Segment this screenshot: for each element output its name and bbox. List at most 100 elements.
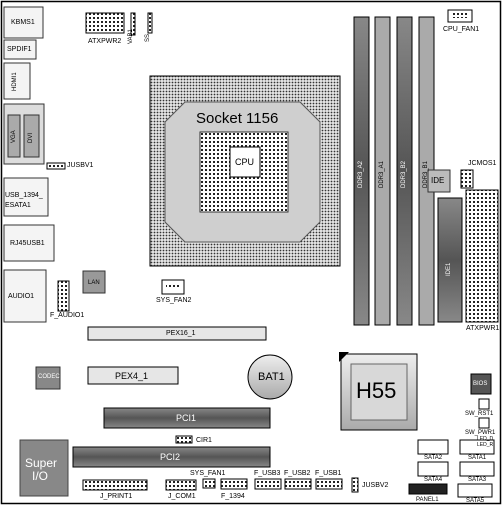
f-usb2-label: F_USB2 <box>284 470 311 477</box>
cpu-fan-pins <box>452 13 468 18</box>
jusbv2-label: JUSBV2 <box>362 482 389 489</box>
panel-header <box>408 483 448 495</box>
pex4-label: PEX4_1 <box>115 371 149 381</box>
hdmi-port <box>3 62 31 100</box>
led-r-label: LED_R <box>477 442 494 448</box>
sata5-connector <box>457 483 493 498</box>
ddr3-a2-label: DDR3_A2 <box>358 160 364 188</box>
cir-header <box>175 435 193 444</box>
ddr3-b2-slot <box>396 16 413 326</box>
sys-fan1-label: SYS_FAN1 <box>190 470 226 477</box>
ddr3-b2-label: DDR3_B2 <box>401 160 407 188</box>
ss-jumper <box>147 12 153 34</box>
rj45-usb-port <box>3 224 55 262</box>
codec-chip <box>35 366 61 390</box>
vga-connector <box>7 114 21 158</box>
pci1-slot <box>103 407 271 429</box>
hdmi-label: HDMI1 <box>12 72 18 91</box>
super-io-label-2: I/O <box>32 469 49 483</box>
super-io-chip <box>19 439 69 497</box>
jusbv1-header <box>46 162 66 170</box>
cpu-die <box>229 146 261 178</box>
ddr3-b1-label: DDR3_B1 <box>423 160 429 188</box>
pex16-slot <box>87 326 267 341</box>
sata3-connector <box>459 461 495 477</box>
f-usb2-header <box>284 478 312 490</box>
j-com-label: J_COM1 <box>168 493 196 500</box>
jusbv2-header <box>351 477 359 493</box>
super-io-label-1: Super <box>25 456 58 470</box>
led-d-label: LED_D <box>477 436 494 442</box>
kbms-label: KBMS1 <box>11 19 35 26</box>
f-usb1-header <box>315 478 343 490</box>
sys-fan2-label: SYS_FAN2 <box>156 297 192 304</box>
ss-label: SS <box>145 33 151 42</box>
sys-fan2-pins <box>166 284 180 289</box>
ddr3-a1-slot <box>374 16 391 326</box>
pex4-slot <box>87 366 179 385</box>
sw-rst-button <box>478 398 490 410</box>
sata5-label: SATA5 <box>466 498 485 504</box>
pci2-label: PCI2 <box>160 452 181 462</box>
audio-label: AUDIO1 <box>8 293 35 300</box>
codec-label: CODEC <box>38 374 60 380</box>
atxpwr2-label: ATXPWR2 <box>88 38 122 45</box>
cpu-fan-label: CPU_FAN1 <box>443 26 480 33</box>
sys-fan1-connector <box>202 478 216 489</box>
sw-rst-label: SW_RST1 <box>465 411 494 417</box>
j-com-header <box>165 479 197 491</box>
usb-1394-esata-port <box>3 177 49 217</box>
sw-pwr-label: SW_PWR1 <box>465 430 496 436</box>
bios-label: BIOS <box>473 381 488 387</box>
ddr3-a2-slot <box>353 16 370 326</box>
lan-label: LAN <box>88 280 100 286</box>
j-print-header <box>82 479 148 491</box>
socket-label: Socket 1156 <box>196 110 279 127</box>
atxpwr2-connector <box>85 12 125 34</box>
sata1-label: SATA1 <box>468 455 487 461</box>
sata4-connector <box>417 461 449 477</box>
usb1394-label-1: USB_1394_ <box>5 192 43 199</box>
dvi-connector <box>23 114 40 158</box>
sw-pwr-button <box>478 417 490 429</box>
cir-label: CIR1 <box>196 437 212 444</box>
cpu-label: CPU <box>235 157 255 167</box>
battery-label: BAT1 <box>258 371 285 383</box>
jcmos-jumper <box>460 169 474 189</box>
h55-die <box>350 363 408 421</box>
lan-chip <box>82 270 106 294</box>
pex16-label: PEX16_1 <box>166 330 196 337</box>
sata3-label: SATA3 <box>468 477 487 483</box>
h55-pin1-marker <box>339 352 349 362</box>
pci1-label: PCI1 <box>176 413 197 423</box>
spdif-port <box>3 39 37 60</box>
usb1394-label-2: ESATA1 <box>5 202 31 209</box>
atxpwr1-connector <box>465 189 499 323</box>
battery <box>247 354 293 400</box>
vab-label: VAB1 <box>128 29 134 44</box>
jusbv1-label: JUSBV1 <box>67 162 94 169</box>
f-usb1-label: F_USB1 <box>315 470 342 477</box>
f-1394-header <box>220 478 248 490</box>
pci2-slot <box>72 446 271 468</box>
ide1-label: IDE1 <box>446 262 452 276</box>
h55-label: H55 <box>356 378 397 403</box>
panel-label: PANEL1 <box>416 497 439 503</box>
audio-port <box>3 269 47 323</box>
vab-jumper <box>130 12 136 36</box>
ide-chip-label: IDE <box>431 176 445 185</box>
f-audio-label: F_AUDIO1 <box>50 312 85 319</box>
j-print-label: J_PRINT1 <box>100 493 133 500</box>
kbms-port <box>3 6 44 39</box>
bios-chip <box>470 373 492 395</box>
dvi-label: DVI <box>28 132 34 143</box>
ide1-connector <box>437 197 463 323</box>
f-audio-header <box>57 280 70 312</box>
sata1-connector <box>459 439 495 455</box>
sata4-label: SATA4 <box>424 477 443 483</box>
rj45-label: RJ45USB1 <box>10 240 45 247</box>
sata2-label: SATA2 <box>424 455 443 461</box>
vga-label: VGA <box>11 130 17 143</box>
